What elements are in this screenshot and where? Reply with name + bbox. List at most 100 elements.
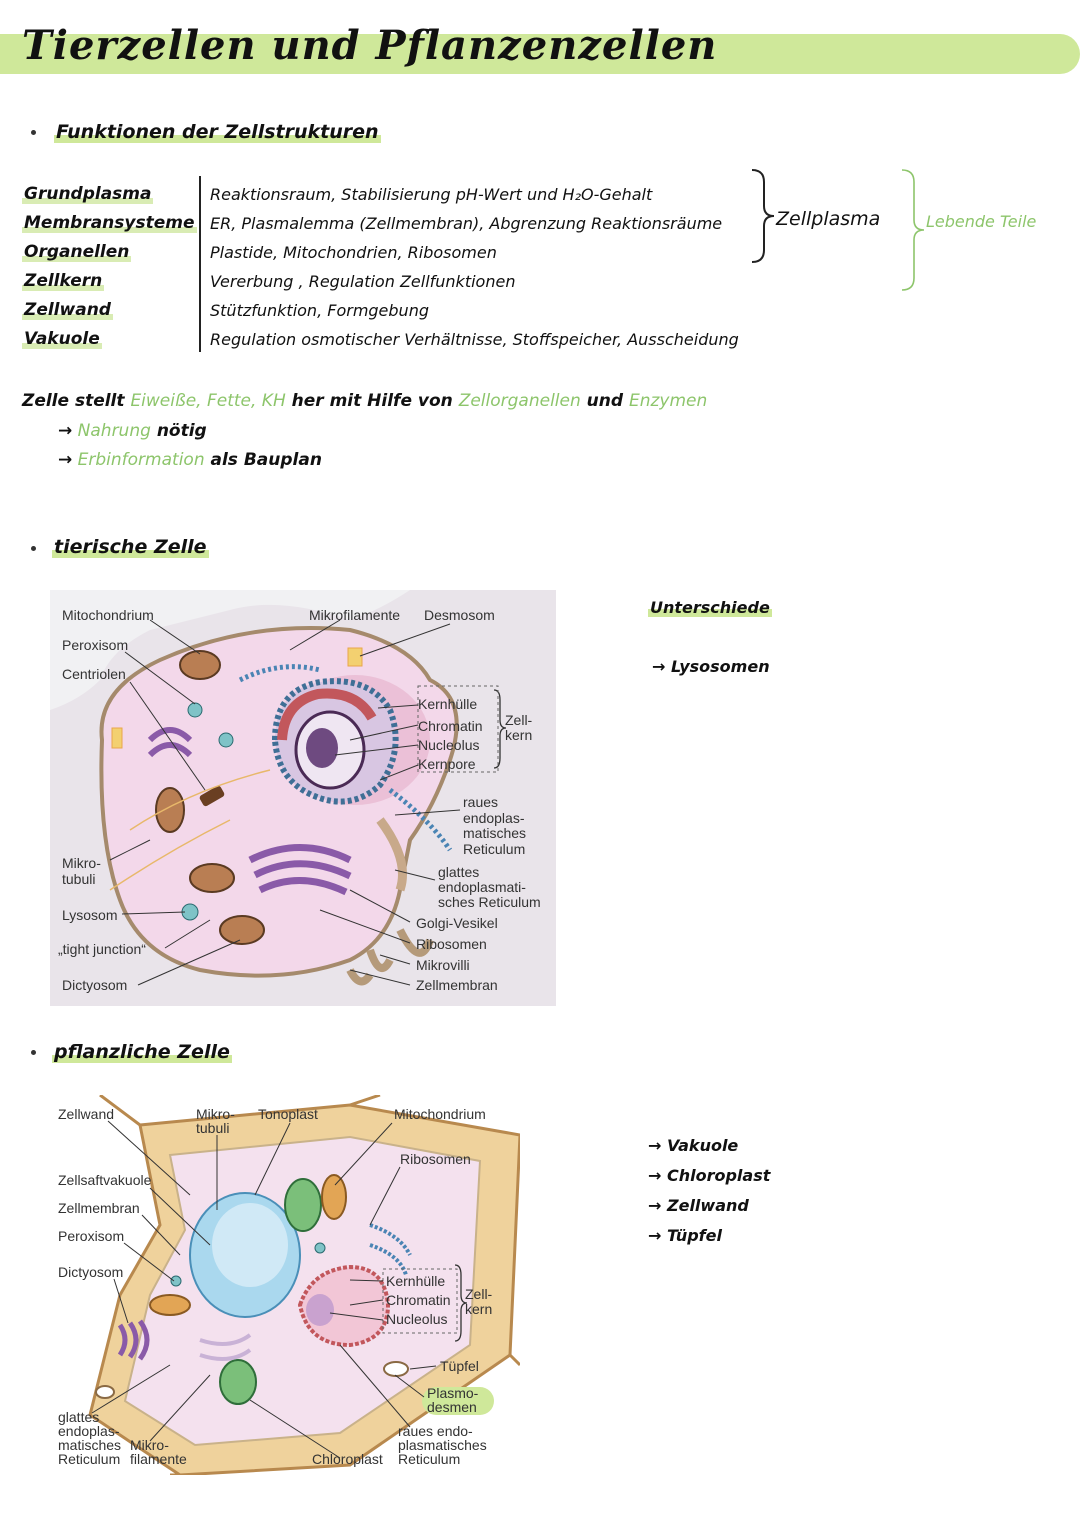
label-plasmodesmen: desmen: [427, 1399, 477, 1415]
label-zellkern: kern: [505, 727, 532, 743]
differences-heading: Unterschiede: [650, 598, 770, 617]
arrow-icon: →: [652, 657, 671, 676]
label-kernhuelle: Kernhülle: [386, 1273, 445, 1289]
label-raues-er: matisches: [463, 825, 526, 841]
arrow-note: → Erbinformation als Bauplan: [58, 450, 322, 470]
label-zellmembran: Zellmembran: [58, 1200, 140, 1216]
label-mikrofilamente: Mikrofilamente: [309, 607, 400, 623]
animal-cell-diagram: Mitochondrium Mikrofilamente Desmosom Pe…: [50, 590, 556, 1006]
label-peroxisom: Peroxisom: [62, 637, 128, 653]
description: Vererbung , Regulation Zellfunktionen: [210, 272, 516, 291]
arrow-icon: →: [648, 1166, 667, 1185]
zellplasma-label: Zellplasma: [776, 208, 881, 230]
description: ER, Plasmalemma (Zellmembran), Abgrenzun…: [210, 214, 723, 233]
label-glattes-er: matisches: [58, 1437, 121, 1453]
difference-item: → Chloroplast: [648, 1166, 771, 1185]
label-zellkern: Zell-: [465, 1286, 493, 1302]
term: Grundplasma: [24, 184, 152, 204]
description: Stützfunktion, Formgebung: [210, 301, 429, 320]
label-desmosom: Desmosom: [424, 607, 495, 623]
difference-item: → Tüpfel: [648, 1226, 722, 1245]
label-plasmodesmen: Plasmo-: [427, 1385, 479, 1401]
label-glattes-er: endoplasmati-: [438, 879, 526, 895]
label-golgi-vesikel: Golgi-Vesikel: [416, 915, 498, 931]
plant-difference-list: → Vakuole → Chloroplast → Zellwand → Tüp…: [648, 1131, 770, 1251]
difference-item: → Vakuole: [648, 1136, 739, 1155]
label-mikrotubuli: Mikro-: [62, 855, 101, 871]
page-title: Tierzellen und Pflanzenzellen: [22, 22, 718, 69]
bullet: [31, 546, 36, 551]
label-ribosomen: Ribosomen: [400, 1151, 471, 1167]
label-raues-er: Reticulum: [463, 841, 525, 857]
label-zellmembran: Zellmembran: [416, 977, 498, 993]
section-heading-functions: Funktionen der Zellstrukturen: [56, 121, 379, 143]
description: Reaktionsraum, Stabilisierung pH-Wert un…: [210, 185, 653, 204]
section-heading-animal: tierische Zelle: [54, 536, 207, 558]
description: Plastide, Mitochondrien, Ribosomen: [210, 243, 497, 262]
description: Regulation osmotischer Verhältnisse, Sto…: [210, 330, 739, 349]
label-chloroplast: Chloroplast: [312, 1451, 383, 1467]
label-tonoplast: Tonoplast: [258, 1106, 318, 1122]
label-raues-er: endoplas-: [463, 810, 525, 826]
label-mitochondrium: Mitochondrium: [394, 1106, 486, 1122]
label-raues-er: raues endo-: [398, 1423, 473, 1439]
label-mikrovilli: Mikrovilli: [416, 957, 470, 973]
terms-column: Grundplasma Membransysteme Organellen Ze…: [22, 180, 197, 354]
label-glattes-er: sches Reticulum: [438, 894, 541, 910]
section-heading-plant: pflanzliche Zelle: [54, 1041, 230, 1063]
label-raues-er: raues: [463, 794, 498, 810]
label-nucleolus: Nucleolus: [386, 1311, 447, 1327]
label-mikrotubuli: Mikro-: [196, 1106, 235, 1122]
term: Membransysteme: [24, 213, 195, 233]
label-dictyosom: Dictyosom: [62, 977, 127, 993]
label-mikrofilamente: Mikro-: [130, 1437, 169, 1453]
title-highlight: [0, 34, 1080, 74]
label-zellkern: Zell-: [505, 712, 533, 728]
label-glattes-er: glattes: [58, 1409, 99, 1425]
label-raues-er: plasmatisches: [398, 1437, 487, 1453]
label-dictyosom: Dictyosom: [58, 1264, 123, 1280]
label-kernpore: Kernpore: [418, 756, 476, 772]
label-glattes-er: Reticulum: [58, 1451, 120, 1467]
difference-item: → Zellwand: [648, 1196, 749, 1215]
arrow-icon: →: [648, 1136, 667, 1155]
arrow-icon: →: [58, 421, 73, 441]
term: Organellen: [24, 242, 130, 262]
label-mikrotubuli: tubuli: [196, 1120, 229, 1136]
label-zellkern: kern: [465, 1301, 492, 1317]
label-glattes-er: endoplas-: [58, 1423, 120, 1439]
arrow-icon: →: [58, 450, 73, 470]
label-ribosomen: Ribosomen: [416, 936, 487, 952]
term: Zellkern: [24, 271, 103, 291]
divider-line: [199, 176, 201, 352]
lebende-teile-label: Lebende Teile: [926, 212, 1037, 231]
label-zellwand: Zellwand: [58, 1106, 114, 1122]
label-centriolen: Centriolen: [62, 666, 126, 682]
arrow-icon: →: [648, 1226, 667, 1245]
label-mikrofilamente: filamente: [130, 1451, 187, 1467]
label-mitochondrium: Mitochondrium: [62, 607, 154, 623]
label-chromatin: Chromatin: [418, 718, 483, 734]
label-lysosom: Lysosom: [62, 907, 118, 923]
arrow-note: → Nahrung nötig: [58, 421, 207, 441]
sentence-cell-production: Zelle stellt Eiweiße, Fette, KH her mit …: [22, 391, 708, 411]
label-chromatin: Chromatin: [386, 1292, 451, 1308]
plant-cell-diagram: Zellwand Mikro- tubuli Tonoplast Mitocho…: [50, 1095, 520, 1475]
brace-icon: [751, 169, 775, 263]
brace-icon: [901, 169, 925, 291]
term: Zellwand: [24, 300, 111, 320]
term: Vakuole: [24, 329, 100, 349]
label-tight-junction: „tight junction“: [58, 941, 146, 957]
label-mikrotubuli: tubuli: [62, 871, 95, 887]
label-peroxisom: Peroxisom: [58, 1228, 124, 1244]
label-glattes-er: glattes: [438, 864, 479, 880]
label-zellsaftvakuole: Zellsaftvakuole: [58, 1172, 152, 1188]
bullet: [31, 1050, 36, 1055]
label-nucleolus: Nucleolus: [418, 737, 479, 753]
bullet: [31, 130, 36, 135]
difference-item: → Lysosomen: [652, 657, 770, 676]
arrow-icon: →: [648, 1196, 667, 1215]
label-kernhuelle: Kernhülle: [418, 696, 477, 712]
label-tuepfel: Tüpfel: [440, 1358, 479, 1374]
label-raues-er: Reticulum: [398, 1451, 460, 1467]
